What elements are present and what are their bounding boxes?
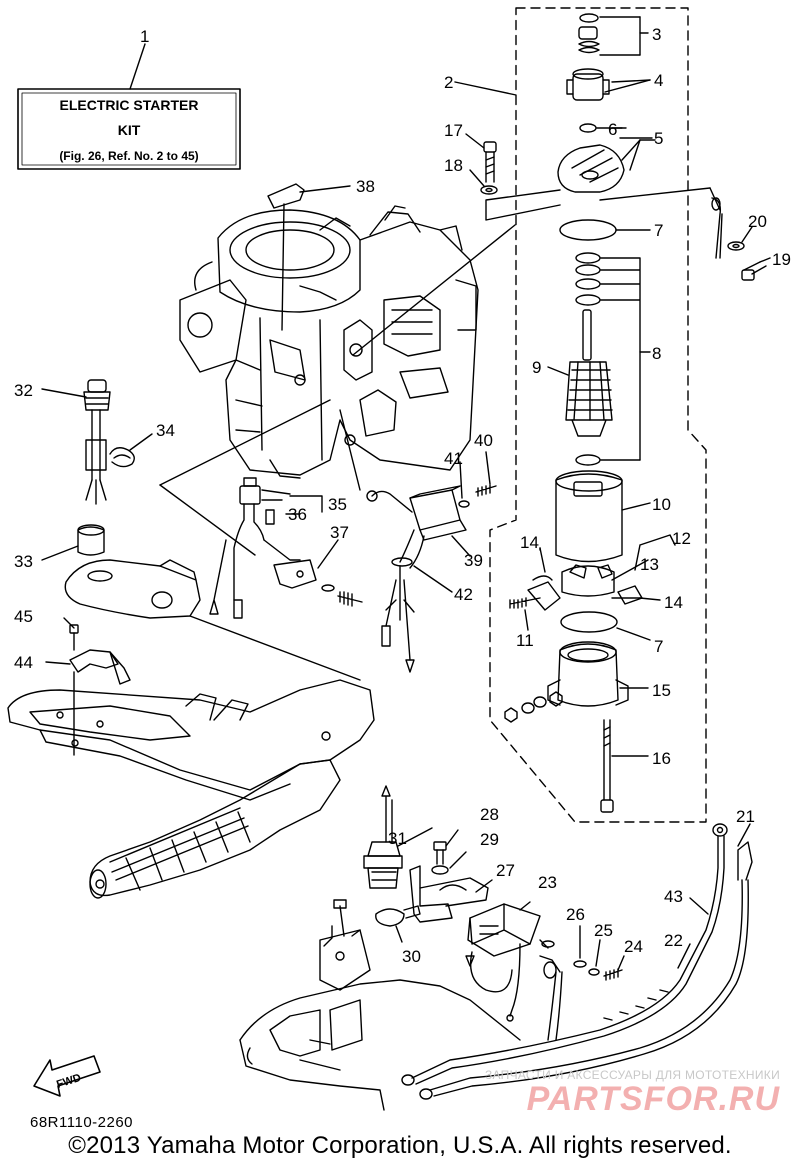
callout-5: 5 [654, 129, 663, 148]
callout-29: 29 [480, 830, 499, 849]
callout-18: 18 [444, 156, 463, 175]
callout-10: 10 [652, 495, 671, 514]
callout-23: 23 [538, 873, 557, 892]
callout-27: 27 [496, 861, 515, 880]
bracket-44-45 [45, 617, 131, 756]
callout-7: 7 [654, 221, 663, 240]
callout-24: 24 [624, 937, 643, 956]
callout-30: 30 [402, 947, 421, 966]
callout-42: 42 [454, 585, 473, 604]
callout-leaders [539, 32, 653, 599]
kit-label-box [17, 43, 241, 170]
kit-label-line2: KIT [118, 122, 141, 138]
connector-35-36-37 [209, 477, 363, 619]
callout-1: 1 [140, 27, 149, 46]
regulator-23 [465, 901, 561, 1022]
kit-label-line3: (Fig. 26, Ref. No. 2 to 45) [59, 149, 198, 163]
watermark-tagline: ЗАПЧАСТИ И АКСЕССУАРЫ ДЛЯ МОТОТЕХНИКИ [484, 1068, 780, 1082]
fasteners-24-26 [573, 925, 625, 981]
starter-motor-assembly [485, 13, 721, 813]
fwd-arrow [33, 1055, 101, 1097]
clip-34 [109, 433, 153, 468]
callout-14b: 14 [664, 593, 683, 612]
switch-31 [333, 785, 433, 943]
callout-39: 39 [464, 551, 483, 570]
callout-25: 25 [594, 921, 613, 940]
bushing-33 [41, 524, 105, 561]
bracket-27 [409, 829, 493, 923]
callout-26: 26 [566, 905, 585, 924]
callout-9: 9 [532, 358, 541, 377]
callout-44: 44 [14, 653, 33, 672]
copyright-notice: ©2013 Yamaha Motor Corporation, U.S.A. A… [68, 1132, 732, 1159]
callout-numbers: 1 2 3 4 5 6 7 8 9 10 11 12 13 14 14 7 15… [14, 25, 791, 966]
steering-handle [7, 679, 375, 899]
battery-cables-21-22-43 [401, 823, 753, 1100]
callout-40: 40 [474, 431, 493, 450]
switch-32 [41, 379, 111, 505]
callout-15: 15 [652, 681, 671, 700]
cap-38 [267, 183, 351, 331]
swivel-bracket-upper [64, 559, 361, 681]
callout-37: 37 [330, 523, 349, 542]
callout-11: 11 [516, 631, 534, 650]
callout-28: 28 [480, 805, 499, 824]
callout-21: 21 [736, 807, 755, 826]
callout-33: 33 [14, 552, 33, 571]
callout-20: 20 [748, 212, 767, 231]
callout-8: 8 [652, 344, 661, 363]
callout-32: 32 [14, 381, 33, 400]
callout-36: 36 [288, 505, 307, 524]
bolt-17-washer-18 [465, 133, 498, 195]
callout-41: 41 [444, 449, 463, 468]
callout-7b: 7 [654, 637, 663, 656]
lower-cowling [239, 925, 521, 1111]
callout-13: 13 [640, 555, 659, 574]
callout-17: 17 [444, 121, 463, 140]
callout-16: 16 [652, 749, 671, 768]
callout-34: 34 [156, 421, 175, 440]
callout-14: 14 [520, 533, 539, 552]
callout-22: 22 [664, 931, 683, 950]
callout-35: 35 [328, 495, 347, 514]
callout-2: 2 [444, 73, 453, 92]
starter-kit-dashed-outline [489, 7, 707, 823]
powerhead-engine [159, 205, 516, 556]
callout-31: 31 [388, 829, 407, 848]
watermark-logo: PARTSFOR.RU [526, 1080, 780, 1118]
callout-12: 12 [672, 529, 691, 548]
callout-38: 38 [356, 177, 375, 196]
diagram-part-code: 68R1110-2260 [30, 1114, 134, 1131]
callout-43: 43 [664, 887, 683, 906]
callout-3: 3 [652, 25, 661, 44]
callout-45: 45 [14, 607, 33, 626]
fwd-label: FWD [55, 1072, 83, 1091]
rectifier-39 [366, 451, 497, 673]
callout-6: 6 [608, 120, 617, 139]
callout-19: 19 [772, 250, 791, 269]
cable-end-19-20 [711, 197, 771, 281]
kit-label-line1: ELECTRIC STARTER [60, 97, 199, 113]
callout-4: 4 [654, 71, 663, 90]
